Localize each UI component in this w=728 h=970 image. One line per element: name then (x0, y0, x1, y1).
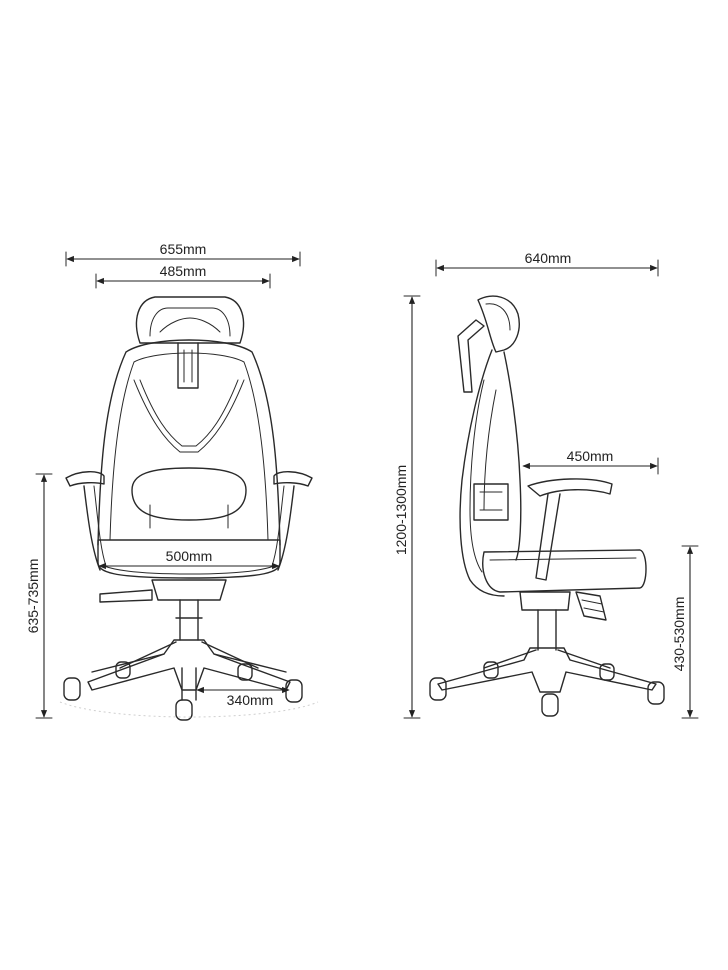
dim-seat-width: 500mm (98, 548, 280, 570)
dim-back-width: 485mm (95, 263, 271, 289)
dim-seat-height: 430-530mm (671, 545, 699, 719)
dim-overall-depth: 640mm (435, 250, 659, 277)
front-view-chair (59, 296, 319, 721)
label-overall-height: 1200-1300mm (393, 465, 409, 555)
label-overall-width: 655mm (160, 241, 207, 257)
label-base-radius: 340mm (227, 692, 274, 708)
label-seat-depth: 450mm (567, 448, 614, 464)
side-view-chair (429, 295, 665, 717)
dim-armrest-height: 635-735mm (25, 473, 53, 719)
label-overall-depth: 640mm (525, 250, 572, 266)
label-back-width: 485mm (160, 263, 207, 279)
label-seat-width: 500mm (166, 548, 213, 564)
label-seat-height: 430-530mm (671, 597, 687, 672)
dim-overall-width: 655mm (65, 241, 301, 267)
dim-seat-depth: 450mm (522, 448, 659, 475)
dim-base-radius: 340mm (196, 686, 290, 708)
dim-overall-height: 1200-1300mm (393, 295, 421, 719)
label-armrest-height: 635-735mm (25, 559, 41, 634)
